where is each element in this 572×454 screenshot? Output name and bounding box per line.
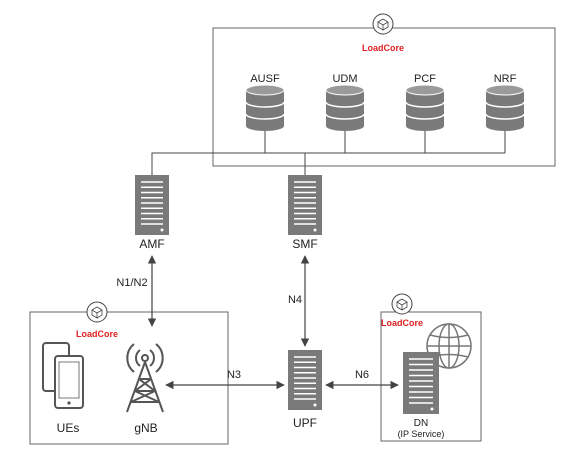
gnb-tower-icon <box>126 343 164 413</box>
n4-label: N4 <box>288 294 302 306</box>
smf-label: SMF <box>292 237 317 251</box>
db-nrf: NRF <box>485 73 525 153</box>
core-loadcore-label: LoadCore <box>362 43 404 53</box>
db-udm: UDM <box>325 73 365 153</box>
dn-loadcore-icon <box>391 293 413 315</box>
gnb-label: gNB <box>134 421 157 435</box>
n6-label: N6 <box>355 369 369 381</box>
core-bus-line <box>151 152 505 175</box>
ran-box <box>29 311 229 445</box>
globe-icon <box>426 323 472 369</box>
database-icon <box>245 84 285 131</box>
upf-label: UPF <box>293 416 317 430</box>
db-label-nrf: NRF <box>494 73 517 85</box>
dn-box <box>380 311 482 442</box>
db-pcf: PCF <box>405 73 445 153</box>
dn-loadcore-label: LoadCore <box>381 318 423 328</box>
database-icon <box>485 84 525 131</box>
amf-server-icon <box>135 175 169 235</box>
ues-label: UEs <box>57 421 80 435</box>
database-icon <box>405 84 445 131</box>
core-loadcore-icon <box>372 13 394 35</box>
db-label-udm: UDM <box>332 73 357 85</box>
smf-server-icon <box>288 175 322 235</box>
dn-label: DN <box>414 418 428 429</box>
db-label-pcf: PCF <box>414 73 436 85</box>
db-ausf: AUSF <box>245 73 285 153</box>
n3-label: N3 <box>227 369 241 381</box>
amf-label: AMF <box>139 237 164 251</box>
ue-devices-icon <box>42 342 84 409</box>
dn-server-icon <box>403 352 439 414</box>
ran-loadcore-icon <box>86 301 108 323</box>
db-label-ausf: AUSF <box>250 73 280 85</box>
n1n2-label: N1/N2 <box>116 277 147 289</box>
upf-server-icon <box>288 350 322 410</box>
dn-sublabel: (IP Service) <box>398 429 445 439</box>
database-icon <box>325 84 365 131</box>
ran-loadcore-label: LoadCore <box>76 329 118 339</box>
